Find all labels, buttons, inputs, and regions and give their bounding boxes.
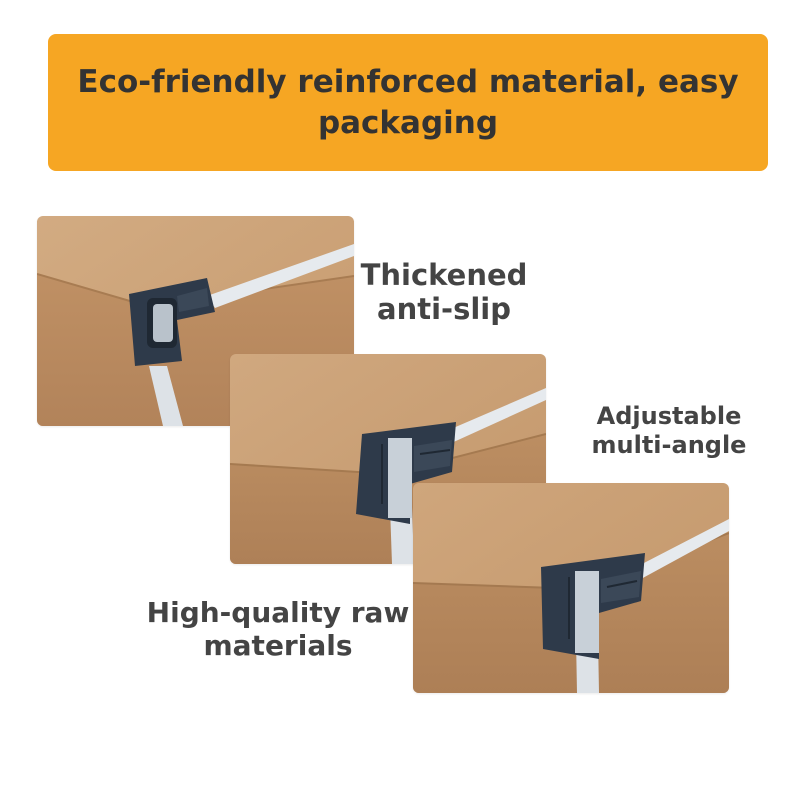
product-photo-quality	[413, 483, 729, 693]
caption-adjustable-line1: Adjustable	[596, 402, 742, 430]
caption-thickened-anti-slip: Thickened anti-slip	[358, 258, 530, 326]
box-corner-illustration-3	[413, 483, 729, 693]
caption-adjustable-line2: multi-angle	[591, 431, 747, 459]
header-banner: Eco-friendly reinforced material, easy p…	[48, 34, 768, 171]
caption-high-quality-materials: High-quality raw materials	[140, 596, 416, 662]
corner-protector-1	[129, 278, 215, 366]
caption-quality-line2: materials	[203, 629, 353, 662]
caption-quality-line1: High-quality raw	[146, 596, 410, 629]
caption-adjustable-multi-angle: Adjustable multi-angle	[584, 402, 754, 460]
corner-protector-2	[356, 422, 456, 524]
corner-protector-3	[541, 553, 645, 659]
caption-thickened-line1: Thickened	[360, 258, 528, 292]
banner-title: Eco-friendly reinforced material, easy p…	[77, 63, 739, 141]
caption-thickened-line2: anti-slip	[377, 292, 511, 326]
